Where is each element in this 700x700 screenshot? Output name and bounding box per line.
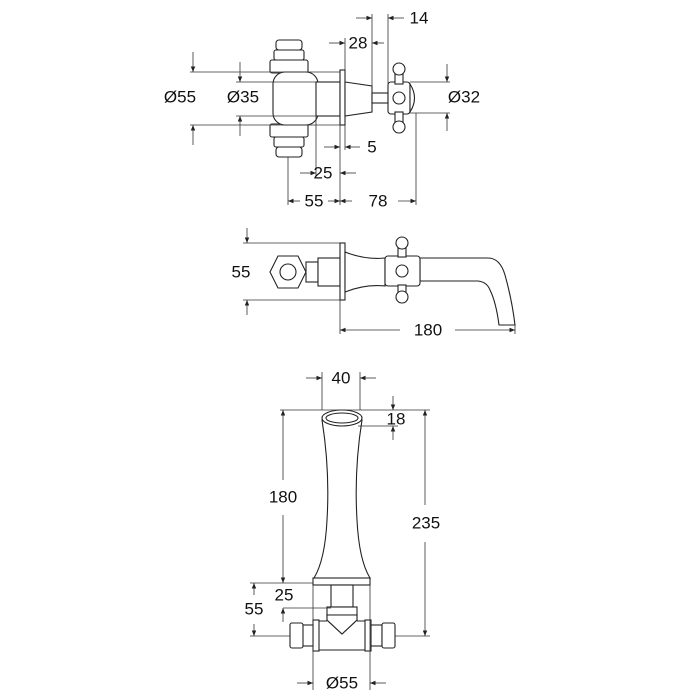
dim-top-diameter-32: Ø32 xyxy=(448,88,480,107)
dim-front-55: 55 xyxy=(245,600,264,619)
dim-top-diameter-55: Ø55 xyxy=(164,88,196,107)
dim-top-14: 14 xyxy=(410,9,429,28)
dim-side-55: 55 xyxy=(232,263,251,282)
front-view: 40 18 180 235 25 55 Ø55 xyxy=(245,369,441,693)
dim-front-40: 40 xyxy=(332,369,351,388)
dim-top-25: 25 xyxy=(314,164,333,183)
top-view-part xyxy=(269,39,416,158)
dim-front-diameter-55: Ø55 xyxy=(326,674,358,693)
dim-top-78: 78 xyxy=(369,192,388,211)
dim-side-180: 180 xyxy=(414,321,442,340)
dim-front-235: 235 xyxy=(412,514,440,533)
dim-top-diameter-35: Ø35 xyxy=(227,88,259,107)
dim-top-28: 28 xyxy=(349,34,368,53)
side-view-part xyxy=(269,236,516,326)
dim-top-5: 5 xyxy=(367,138,376,157)
dim-front-180: 180 xyxy=(269,488,297,507)
dim-front-25: 25 xyxy=(275,586,294,605)
front-view-part xyxy=(289,409,396,652)
dim-top-55: 55 xyxy=(305,192,324,211)
side-view: 55 180 xyxy=(232,228,516,340)
top-view: Ø55 Ø35 Ø32 14 28 5 25 55 78 xyxy=(164,9,480,211)
dim-front-18: 18 xyxy=(387,410,406,429)
